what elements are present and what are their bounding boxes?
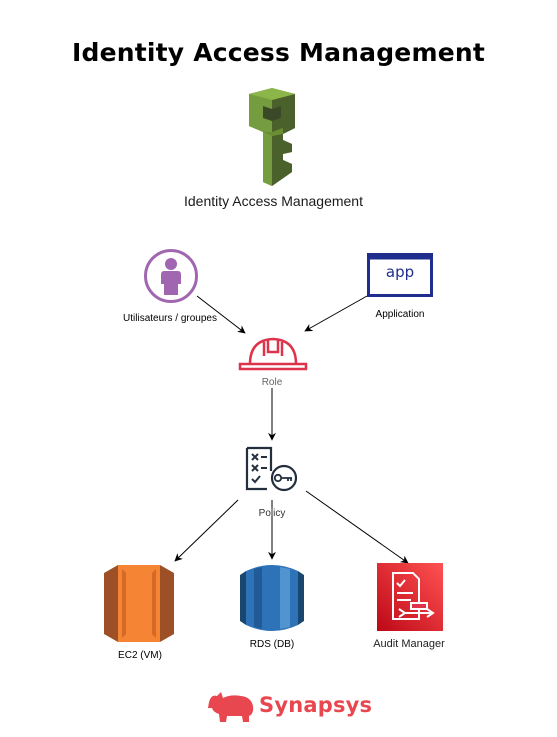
users-label: Utilisateurs / groupes [123,313,217,324]
hard-hat-icon [238,337,308,371]
user-icon [144,249,198,303]
edge-policy-ec2 [174,499,239,562]
policy-checklist-key-icon [245,446,298,492]
role-label: Role [261,377,283,388]
aws-audit-manager-icon [377,563,443,631]
ec2-label: EC2 (VM) [118,650,162,661]
application-label: Application [375,309,425,320]
edge-users-role [196,295,246,334]
page-title: Identity Access Management [71,38,486,67]
aws-ec2-icon [104,565,174,642]
aws-iam-key-icon [249,88,295,186]
aws-rds-icon [240,565,304,631]
audit-manager-label: Audit Manager [373,638,445,650]
policy-label: Policy [258,508,286,519]
brand-logo: Synapsys [207,688,372,724]
app-window-icon: app [367,253,433,297]
edge-application-role [304,295,368,332]
rhino-logo-icon [208,692,254,722]
app-icon-text: app [385,263,415,281]
iam-label: Identity Access Management [184,193,363,209]
brand-name: Synapsys [259,693,373,717]
rds-label: RDS (DB) [249,639,295,650]
edge-policy-audit [305,490,409,564]
